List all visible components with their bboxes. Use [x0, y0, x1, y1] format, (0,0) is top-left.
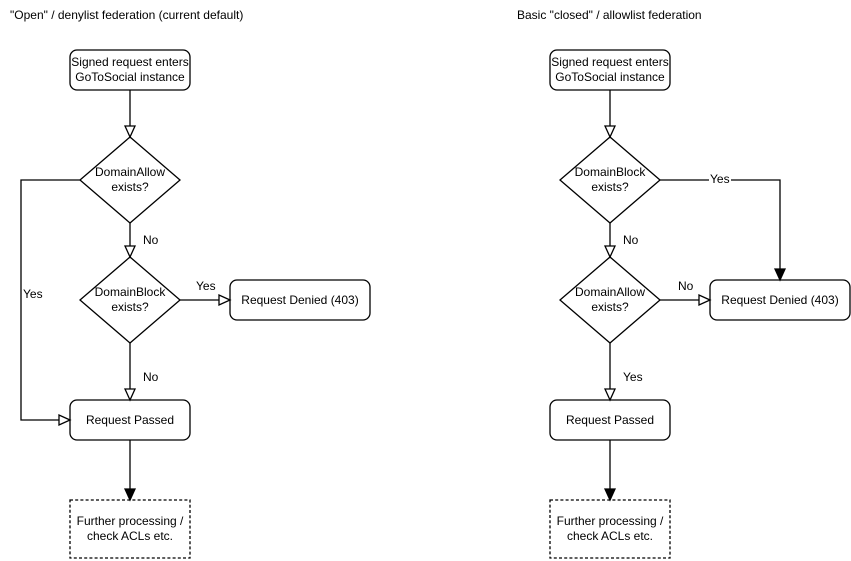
arrowhead-open-icon: [218, 293, 232, 307]
decision-domainallow: [559, 256, 661, 344]
arrowhead-open-icon: [58, 413, 72, 427]
diagram-title-closed-federation: Basic "closed" / allowlist federation: [517, 8, 702, 22]
passed-node: [69, 399, 191, 441]
arrowhead-open-icon: [603, 245, 617, 259]
arrowhead-filled-icon: [603, 488, 617, 502]
arrowhead-open-icon: [603, 125, 617, 139]
start-node: [549, 49, 671, 91]
denied-node: [229, 279, 371, 321]
diagram-title-open-federation: "Open" / denylist federation (current de…: [10, 8, 244, 22]
further-processing-node: [69, 499, 191, 559]
arrowhead-open-icon: [123, 245, 137, 259]
decision-domainblock: [559, 136, 661, 224]
connector-allow-yes-to-passed: [20, 179, 80, 421]
start-node: [69, 49, 191, 91]
passed-node: [549, 399, 671, 441]
decision-domainallow: [79, 136, 181, 224]
connector-block-yes-to-denied: [660, 179, 781, 280]
arrowhead-open-icon: [603, 388, 617, 402]
arrowhead-filled-icon: [123, 488, 137, 502]
arrowhead-open-icon: [123, 388, 137, 402]
arrowhead-filled-icon: [773, 268, 787, 282]
arrowhead-open-icon: [698, 293, 712, 307]
further-processing-node: [549, 499, 671, 559]
decision-domainblock: [79, 256, 181, 344]
arrowhead-open-icon: [123, 125, 137, 139]
denied-node: [709, 279, 851, 321]
